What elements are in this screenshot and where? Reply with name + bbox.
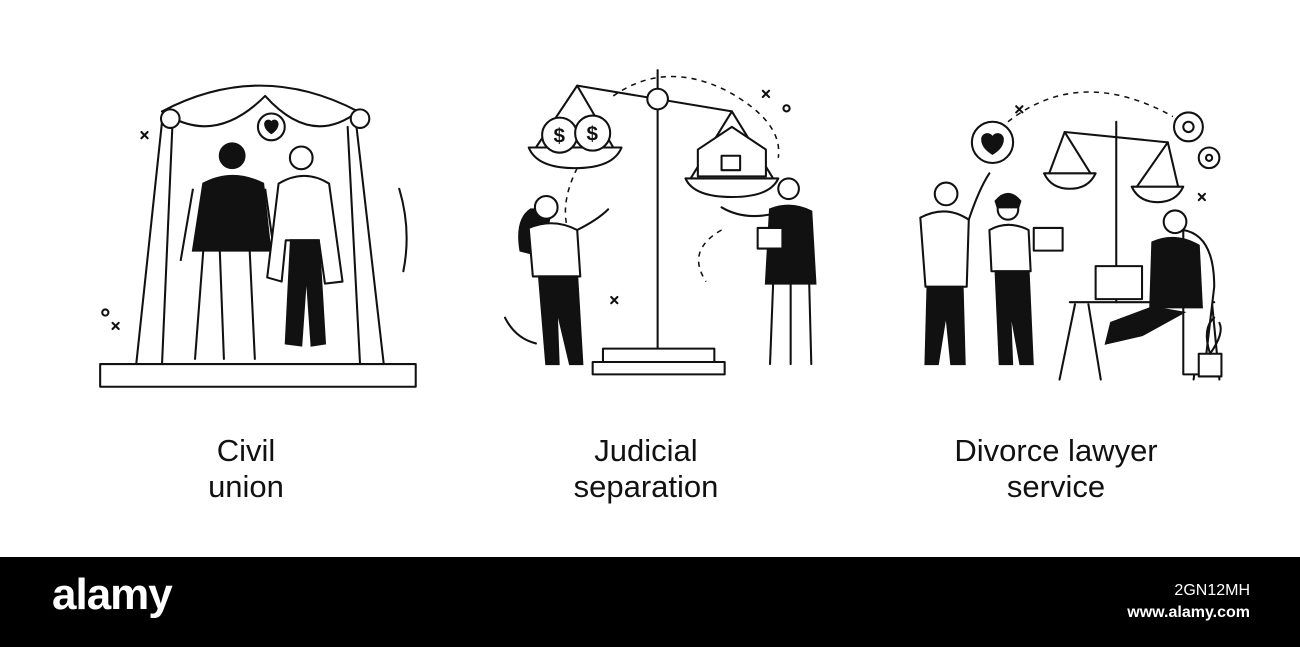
groom-trousers bbox=[284, 239, 327, 347]
woman-top bbox=[527, 222, 582, 278]
wedding-arch-couple-illustration bbox=[99, 84, 417, 388]
caption-divorce-lawyer-service: Divorce lawyer service bbox=[906, 433, 1206, 505]
client-top bbox=[988, 223, 1032, 273]
caption-line: union bbox=[208, 469, 284, 504]
broken-heart-icon bbox=[981, 133, 1004, 155]
laptop-icon bbox=[1094, 265, 1144, 301]
flower-left bbox=[159, 108, 181, 129]
flower-right bbox=[349, 108, 371, 129]
caption-line: Judicial bbox=[594, 433, 698, 468]
svg-text:$: $ bbox=[586, 122, 598, 145]
document-icon bbox=[1032, 226, 1064, 252]
site-url: www.alamy.com bbox=[1127, 604, 1250, 621]
scale-base bbox=[591, 360, 726, 376]
illustration-canvas: $ $ bbox=[96, 69, 1223, 505]
client-trousers bbox=[924, 285, 966, 366]
lawyer-desk-couple-illustration bbox=[919, 91, 1223, 381]
client-shirt bbox=[919, 210, 970, 288]
gear-icon bbox=[1197, 146, 1221, 170]
arch-top bbox=[161, 84, 359, 113]
plant-pot bbox=[1197, 352, 1223, 378]
groom-suit bbox=[191, 174, 272, 252]
caption-line: Divorce lawyer bbox=[954, 433, 1158, 468]
caption-judicial-separation: Judicial separation bbox=[496, 433, 796, 505]
man-shirt bbox=[764, 204, 817, 285]
right-pan bbox=[1130, 185, 1185, 204]
client-trousers bbox=[994, 270, 1034, 366]
arch-platform bbox=[99, 363, 417, 388]
woman-trousers bbox=[537, 275, 584, 366]
caption-line: Civil bbox=[216, 433, 276, 468]
justice-scale-house-money-illustration: $ $ bbox=[503, 69, 817, 376]
gear-icon bbox=[1172, 111, 1204, 143]
heart-icon bbox=[264, 119, 279, 135]
lawyer-suit bbox=[1149, 236, 1203, 309]
caption-line: separation bbox=[573, 469, 719, 504]
watermark-footer bbox=[0, 557, 1300, 647]
svg-text:$: $ bbox=[553, 124, 565, 147]
brand-logo: alamy bbox=[52, 570, 173, 619]
caption-line: service bbox=[1006, 469, 1106, 504]
image-id: 2GN12MH bbox=[1174, 582, 1250, 599]
groom-coat bbox=[266, 174, 344, 285]
right-pan bbox=[684, 177, 780, 199]
house-icon bbox=[696, 125, 767, 178]
left-pan bbox=[527, 146, 623, 170]
coin-icon bbox=[574, 114, 612, 152]
tablet-icon bbox=[756, 226, 784, 250]
left-pan bbox=[1043, 172, 1097, 190]
caption-civil-union: Civil union bbox=[96, 433, 396, 505]
